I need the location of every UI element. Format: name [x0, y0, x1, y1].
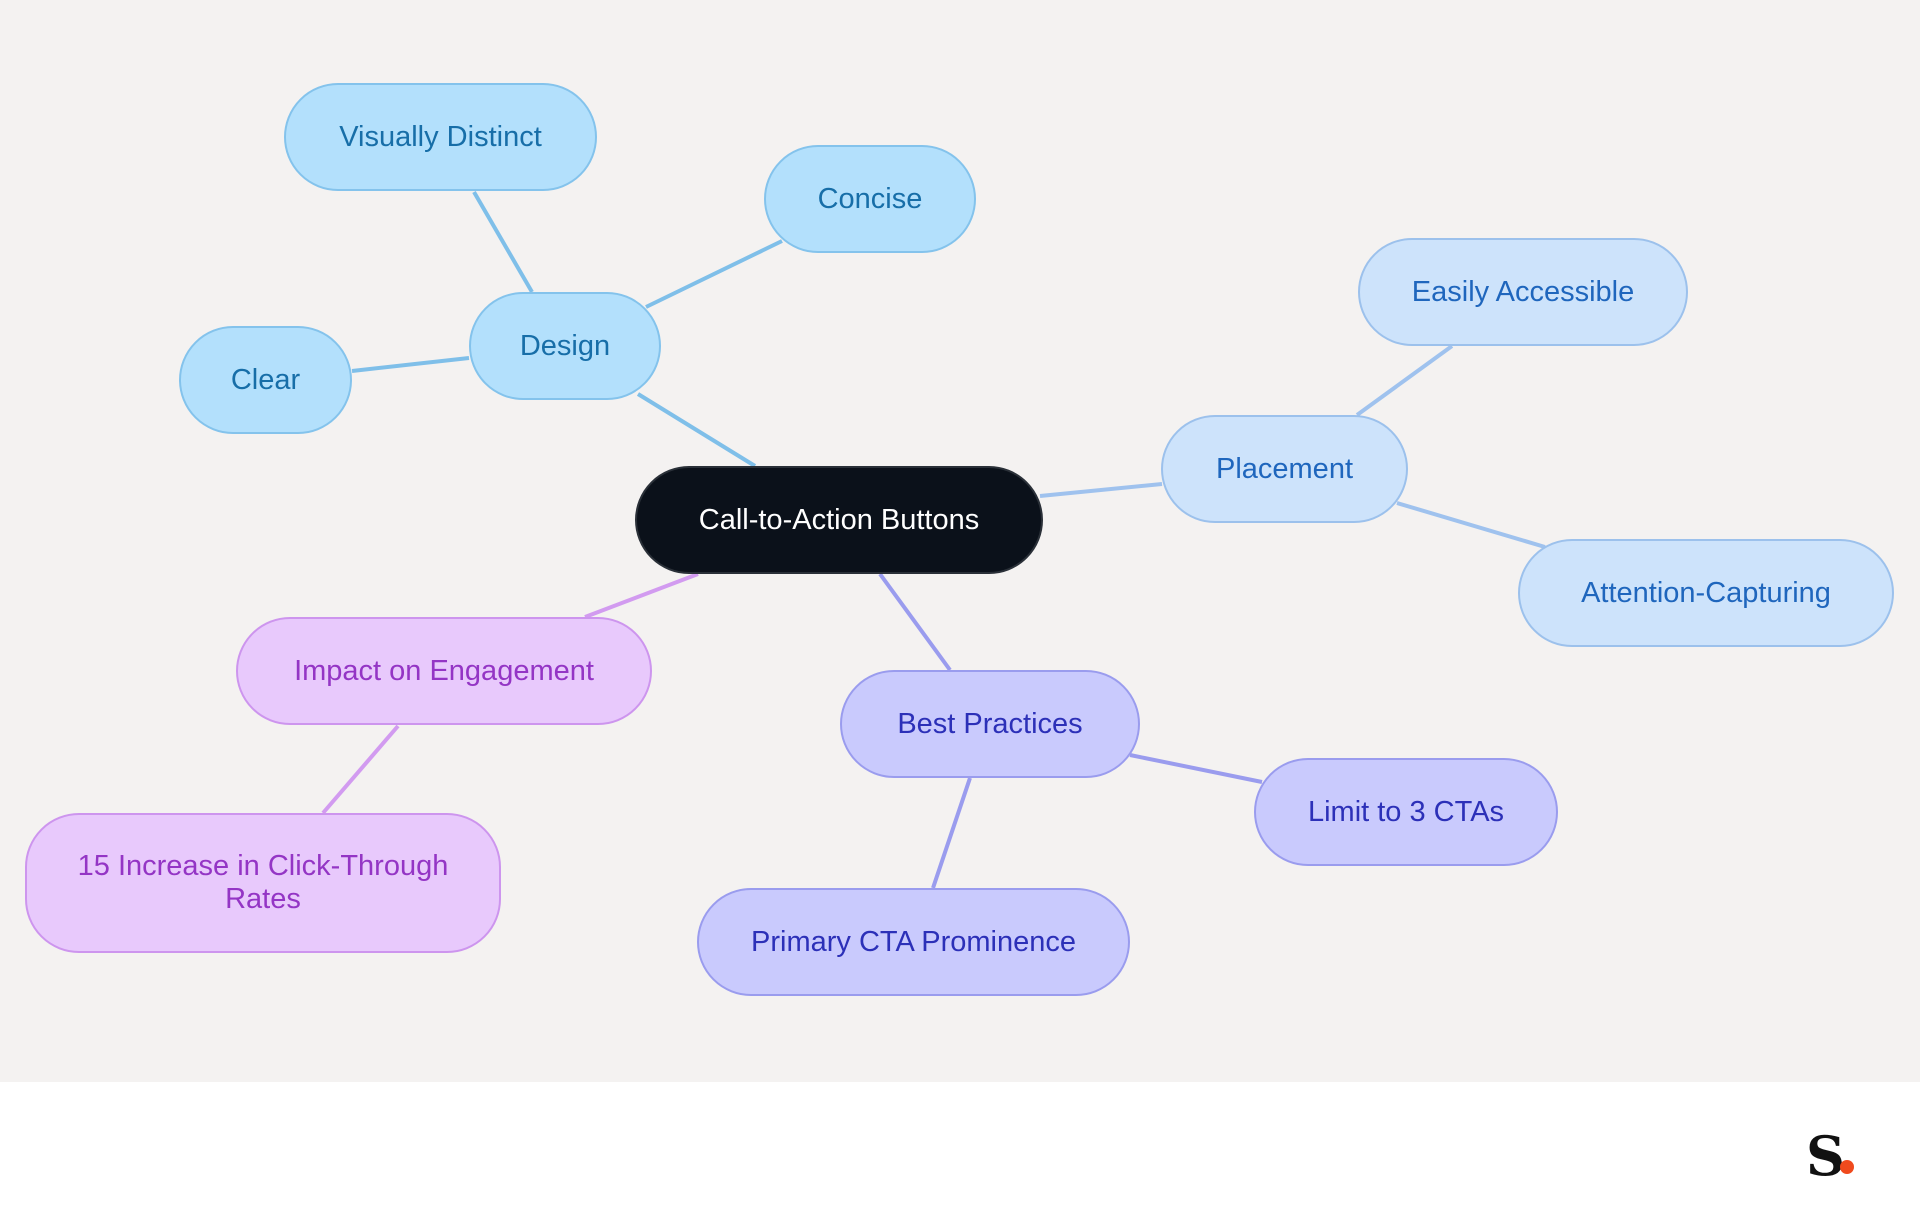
- edge-best-practices-primary: [931, 777, 972, 889]
- edge-root-placement: [1039, 482, 1163, 498]
- leaf-easily-accessible[interactable]: Easily Accessible: [1358, 238, 1688, 346]
- leaf-attention-capturing[interactable]: Attention-Capturing: [1518, 539, 1894, 647]
- edge-design-concise: [645, 239, 783, 309]
- edge-impact-click-through: [321, 724, 400, 815]
- mindmap-canvas: Call-to-Action Buttons Design Visually D…: [0, 0, 1920, 1082]
- root-node[interactable]: Call-to-Action Buttons: [635, 466, 1043, 574]
- leaf-clear[interactable]: Clear: [179, 326, 352, 434]
- leaf-visually-distinct[interactable]: Visually Distinct: [284, 83, 597, 191]
- edge-placement-easily-accessible: [1355, 344, 1454, 417]
- leaf-concise[interactable]: Concise: [764, 145, 976, 253]
- edge-placement-attention-capturing: [1396, 501, 1546, 549]
- edge-best-practices-limit: [1129, 753, 1263, 784]
- branch-design[interactable]: Design: [469, 292, 661, 400]
- connector-lines: [321, 190, 1546, 889]
- branch-best-practices[interactable]: Best Practices: [840, 670, 1140, 778]
- footer: [0, 1082, 1920, 1215]
- edge-design-visually-distinct: [472, 190, 534, 294]
- logo-dot-icon: [1840, 1160, 1854, 1174]
- edge-design-clear: [351, 356, 470, 373]
- leaf-primary-cta-prominence[interactable]: Primary CTA Prominence: [697, 888, 1130, 996]
- edge-root-design: [636, 392, 757, 468]
- edge-root-impact: [584, 572, 699, 619]
- branch-placement[interactable]: Placement: [1161, 415, 1408, 523]
- leaf-limit-to-3-ctas[interactable]: Limit to 3 CTAs: [1254, 758, 1558, 866]
- edge-root-best-practices: [878, 572, 952, 672]
- brand-logo: S: [1806, 1124, 1845, 1188]
- leaf-click-through-rates[interactable]: 15 Increase in Click-Through Rates: [25, 813, 501, 953]
- branch-impact-on-engagement[interactable]: Impact on Engagement: [236, 617, 652, 725]
